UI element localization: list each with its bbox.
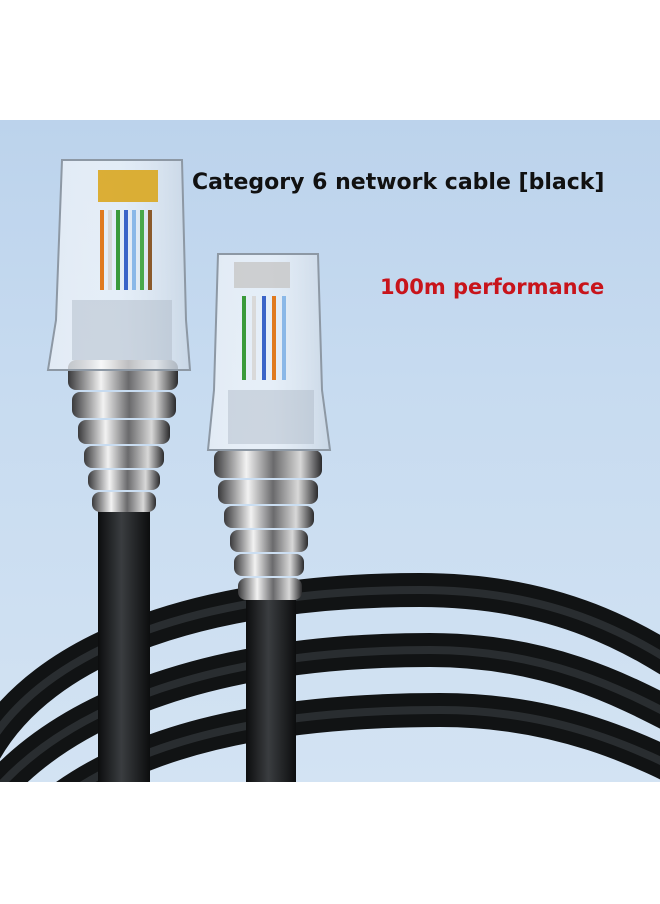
- right-cable: [246, 600, 296, 782]
- product-subtitle: 100m performance: [380, 275, 605, 299]
- right-connector-boot: [214, 450, 322, 600]
- right-rj45-plug: [206, 253, 332, 451]
- ethernet-cable-illustration: [0, 159, 660, 782]
- left-connector-boot: [68, 360, 178, 512]
- left-rj45-plug: [46, 159, 192, 371]
- cable-coil: [0, 572, 660, 782]
- product-photo: [0, 120, 660, 782]
- product-title: Category 6 network cable [black]: [192, 170, 605, 195]
- left-cable: [98, 510, 150, 782]
